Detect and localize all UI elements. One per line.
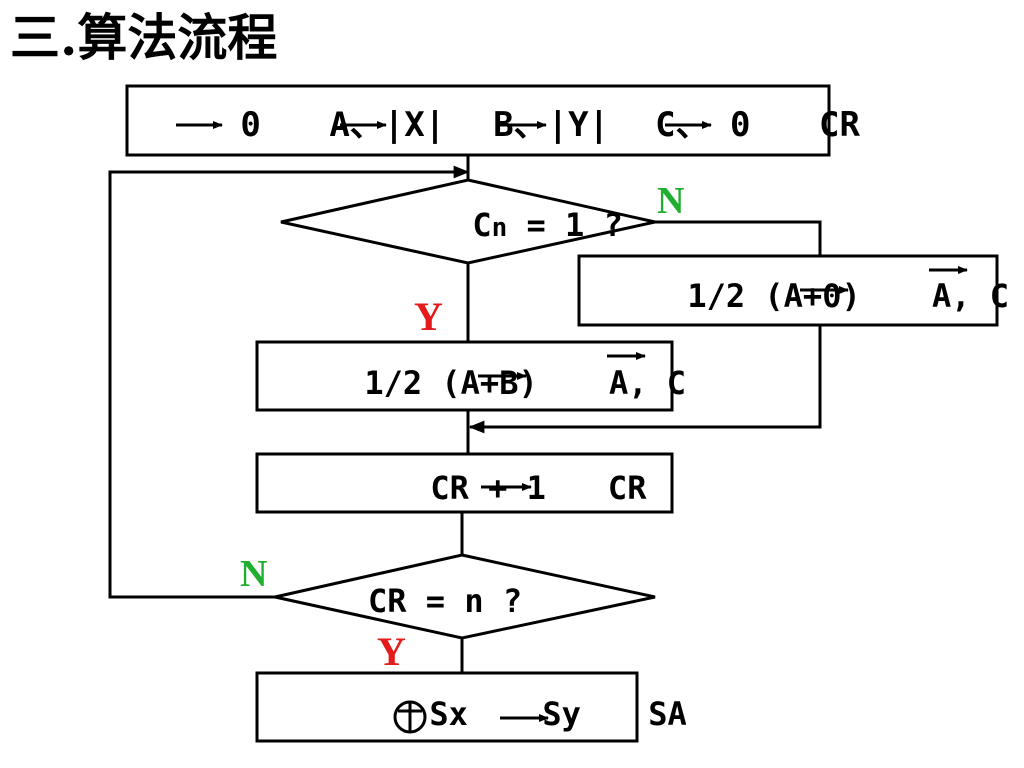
connector-shift-zero-return: [468, 325, 822, 434]
sign-sa: SA: [629, 695, 687, 733]
sign-sx: Sx: [429, 695, 487, 733]
decision-cn-diamond: [280, 178, 656, 265]
label-y-second: Y: [377, 629, 406, 674]
shift-add-expr: 1/2 (A+B): [364, 364, 537, 402]
init-box: [125, 84, 831, 157]
page-title: 三.算法流程: [10, 8, 278, 67]
shift-add-c: C: [667, 364, 686, 402]
label-y-first: Y: [414, 294, 443, 339]
decision-cr-diamond: [274, 553, 656, 640]
shift-zero-expr: 1/2 (A+0): [687, 277, 860, 315]
label-n-first: N: [657, 180, 684, 222]
decision-cr-text: CR = n ?: [368, 582, 522, 620]
decision-cn-rest: = 1 ?: [507, 206, 623, 244]
decision-cn-c: C: [472, 206, 491, 244]
label-n-second: N: [240, 553, 267, 595]
decision-cn-sub: n: [492, 213, 508, 243]
shift-add-text: 1/2 (A+B) A, C: [268, 364, 744, 402]
sign-box: [255, 671, 639, 743]
shift-zero-c: C: [990, 277, 1009, 315]
counter-box: [255, 452, 674, 514]
shift-add-dest: A,: [590, 364, 667, 402]
xor-icon: [393, 700, 427, 734]
connector-decision-no: [655, 220, 822, 256]
sign-text: Sx Sy SA: [333, 695, 745, 733]
shift-add-box: [255, 340, 674, 412]
init-part-5: CR: [819, 105, 860, 145]
counter-right: CR: [608, 469, 647, 507]
decision-cn-text: Cn = 1 ?: [376, 206, 681, 244]
connector-loop-back: [108, 165, 470, 599]
sign-sy: Sy: [523, 695, 581, 733]
shift-zero-dest: A,: [913, 277, 990, 315]
shift-zero-text: 1/2 (A+0) A, C: [591, 277, 1024, 315]
init-part-1: 0: [240, 105, 281, 145]
shift-zero-box: [577, 254, 999, 327]
